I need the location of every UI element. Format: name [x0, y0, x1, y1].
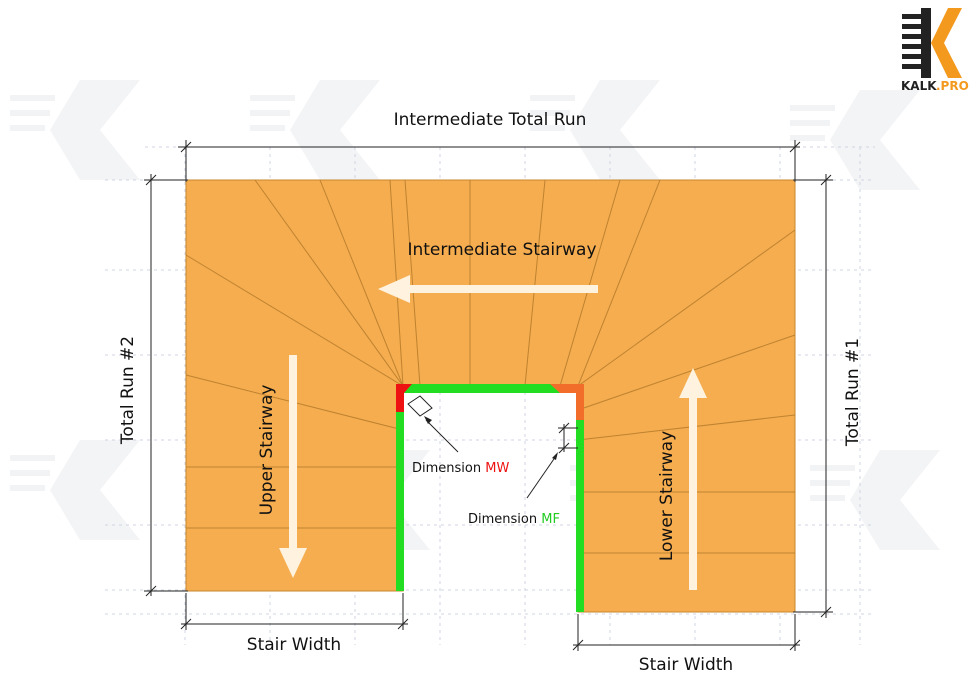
stair-width-right-label: Stair Width: [639, 655, 733, 675]
direction-arrows: [279, 275, 707, 590]
dimension-mw-code: MW: [485, 461, 509, 476]
dimension-lines: [144, 140, 833, 651]
intermediate-arrow: [378, 275, 598, 303]
dimension-mf-label: Dimension MF: [468, 512, 560, 527]
inner-stringer: [396, 384, 584, 612]
total-run-1-label: Total Run #1: [843, 338, 863, 447]
stair-width-left-label: Stair Width: [247, 635, 341, 655]
logo-text-main: KALK: [901, 79, 937, 93]
lower-arrow: [679, 368, 707, 590]
upper-stairway-label: Upper Stairway: [257, 385, 277, 516]
dimension-mw-prefix: Dimension: [412, 461, 485, 476]
kalk-pro-logo: KALK .PRO: [901, 8, 969, 93]
dimension-mf-code: MF: [541, 512, 560, 527]
intermediate-stairway-label: Intermediate Stairway: [407, 240, 596, 260]
upper-arrow: [279, 355, 307, 578]
dimension-mw-label: Dimension MW: [412, 461, 509, 476]
dimension-mf-prefix: Dimension: [468, 512, 541, 527]
total-run-2-label: Total Run #2: [118, 336, 138, 445]
lower-stairway-label: Lower Stairway: [657, 431, 677, 561]
stair-treads: [185, 179, 796, 554]
intermediate-total-run-label: Intermediate Total Run: [394, 110, 587, 130]
logo-text-suffix: .PRO: [936, 79, 969, 93]
